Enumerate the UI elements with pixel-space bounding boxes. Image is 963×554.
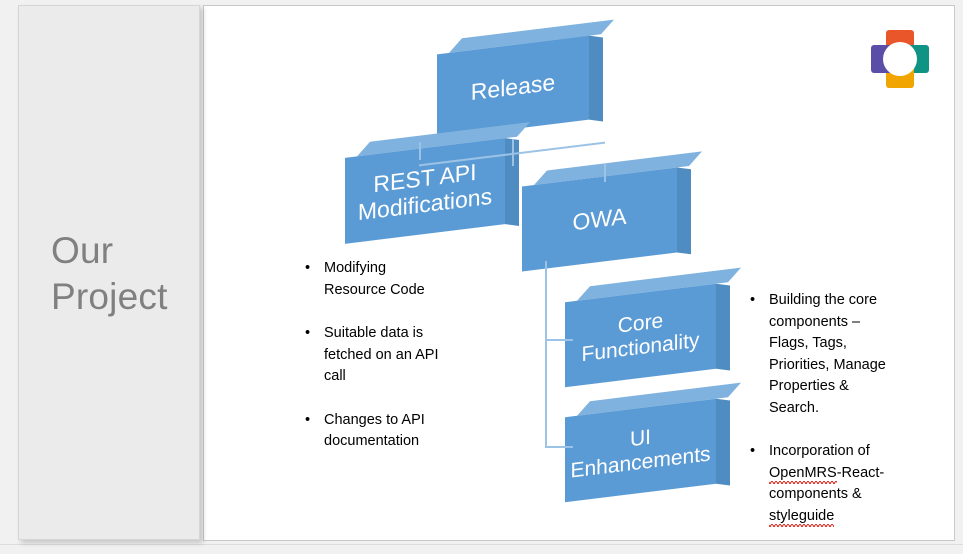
misspelled-word: styleguide: [769, 507, 835, 527]
node-owa-side-face: [677, 167, 691, 255]
bullet-text: Changes to API documentation: [324, 411, 425, 450]
bullet-marker: •: [305, 260, 311, 276]
bullet-text: Building the core components – Flags, Ta…: [769, 292, 886, 416]
connector-owa-stem: [545, 261, 547, 447]
page-title: Our Project: [51, 230, 168, 317]
bullet-text: Suitable data is fetched on an API call: [324, 325, 439, 384]
list-item: • Modifying Resource Code: [305, 258, 470, 301]
node-core-side-face: [716, 283, 730, 371]
list-item: • Changes to API documentation: [305, 410, 470, 453]
bullet-list-left: • Modifying Resource Code • Suitable dat…: [305, 258, 470, 475]
connector-owa-core: [545, 339, 573, 341]
openmrs-logo: [869, 28, 931, 90]
misspelled-word: OpenMRS: [769, 464, 837, 484]
title-panel: Our Project: [18, 5, 200, 540]
node-release-side-face: [589, 35, 603, 122]
connector-to-owa: [604, 164, 606, 182]
bullet-text: Incorporation of OpenMRS-React- componen…: [769, 441, 950, 527]
list-item: • Building the core components – Flags, …: [750, 290, 950, 419]
connector-to-rest: [419, 142, 421, 160]
bullet-text: Modifying Resource Code: [324, 260, 425, 298]
bullet-marker: •: [305, 411, 311, 428]
list-item: • Incorporation of OpenMRS-React- compon…: [750, 441, 950, 527]
node-ui-side-face: [716, 398, 730, 486]
connector-owa-ui: [545, 446, 573, 448]
list-item: • Suitable data is fetched on an API cal…: [305, 323, 470, 388]
bullet-list-right: • Building the core components – Flags, …: [750, 290, 950, 549]
slide-bottom-divider: [0, 544, 963, 545]
bullet-marker: •: [305, 325, 311, 341]
bullet-marker: •: [750, 443, 756, 459]
bullet-marker: •: [750, 292, 756, 308]
